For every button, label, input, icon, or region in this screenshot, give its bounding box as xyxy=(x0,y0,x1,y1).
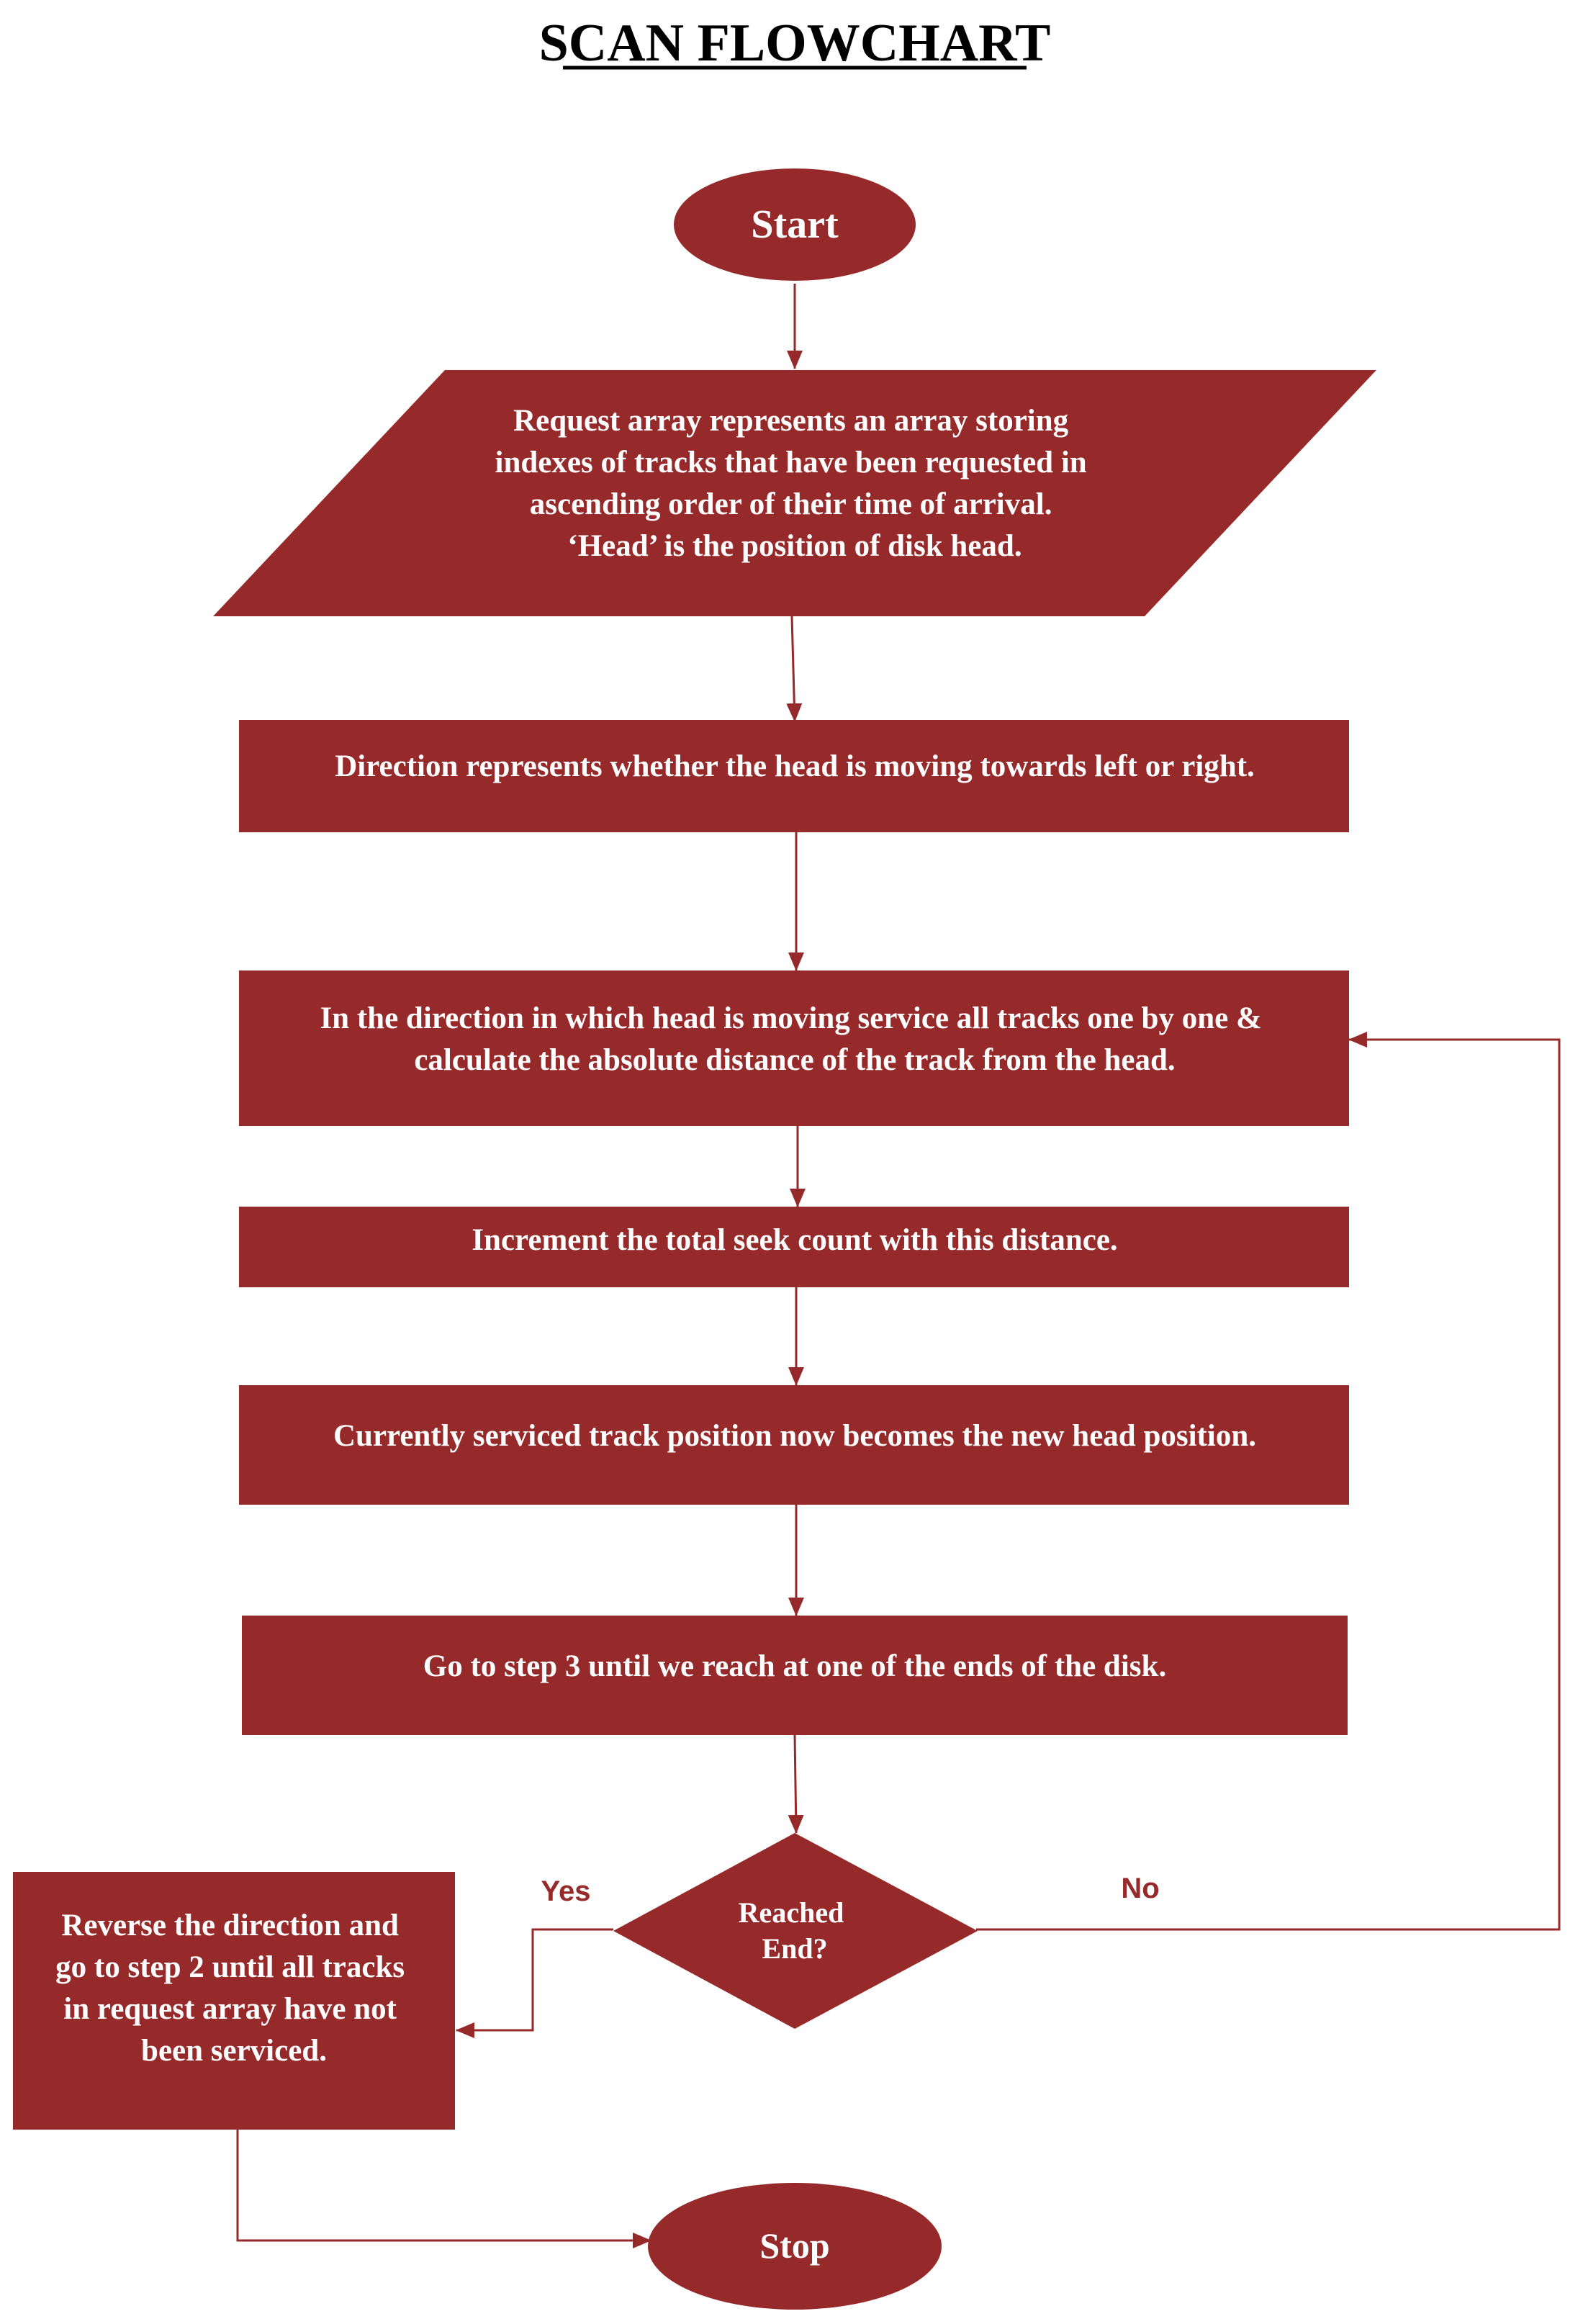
decision-line-2: End? xyxy=(762,1932,827,1965)
input-line-1: Request array represents an array storin… xyxy=(513,404,1069,438)
decision-line-1: Reached xyxy=(739,1896,844,1929)
edge-no-loop xyxy=(976,1032,1561,1931)
service-line-1: In the direction in which head is moving… xyxy=(320,1001,1261,1035)
goto-node: Go to step 3 until we reach at one of th… xyxy=(242,1616,1348,1735)
goto-label: Go to step 3 until we reach at one of th… xyxy=(423,1649,1166,1683)
direction-label: Direction represents whether the head is… xyxy=(335,749,1255,783)
update-head-node: Currently serviced track position now be… xyxy=(239,1385,1349,1505)
reverse-line-1: Reverse the direction and xyxy=(61,1909,399,1942)
stop-label: Stop xyxy=(759,2225,829,2266)
edge-yes-to-reverse xyxy=(456,1928,613,2038)
service-node: In the direction in which head is moving… xyxy=(239,970,1349,1126)
edge-label-no: No xyxy=(1121,1873,1159,1904)
flowchart-title: SCAN FLOWCHART xyxy=(539,14,1051,73)
edge-label-yes: Yes xyxy=(541,1875,591,1907)
edge-reverse-to-stop xyxy=(236,2130,651,2248)
increment-node: Increment the total seek count with this… xyxy=(239,1207,1349,1287)
update-head-label: Currently serviced track position now be… xyxy=(333,1419,1256,1453)
svg-text:Reached End?: Reached End? xyxy=(739,1896,852,1965)
decision-node: Reached End? xyxy=(613,1833,978,2029)
service-line-2: calculate the absolute distance of the t… xyxy=(414,1043,1175,1077)
direction-node: Direction represents whether the head is… xyxy=(239,720,1349,832)
reverse-line-4: been serviced. xyxy=(141,2034,327,2068)
increment-label: Increment the total seek count with this… xyxy=(472,1223,1117,1257)
reverse-line-3: in request array have not xyxy=(63,1992,397,2026)
input-line-4: ‘Head’ is the position of disk head. xyxy=(567,529,1021,563)
input-node: Request array represents an array storin… xyxy=(213,370,1376,616)
edge-goto-to-decision xyxy=(788,1734,804,1834)
reverse-line-2: go to step 2 until all tracks xyxy=(55,1950,405,1984)
input-line-3: ascending order of their time of arrival… xyxy=(530,487,1052,521)
svg-text:Request array represents an ar: Request array represents an array storin… xyxy=(495,404,1095,563)
svg-text:Reverse the direction and: Reverse the direction and go to step 2 u… xyxy=(55,1909,412,2068)
connectors xyxy=(236,284,1561,2248)
svg-text:In the direction in which head: In the direction in which head is moving… xyxy=(320,1001,1269,1077)
start-node: Start xyxy=(674,168,916,281)
input-line-2: indexes of tracks that have been request… xyxy=(495,446,1087,479)
start-label: Start xyxy=(751,202,839,247)
stop-node: Stop xyxy=(648,2183,942,2310)
reverse-node: Reverse the direction and go to step 2 u… xyxy=(13,1872,455,2130)
edge-input-to-direction xyxy=(786,616,803,722)
